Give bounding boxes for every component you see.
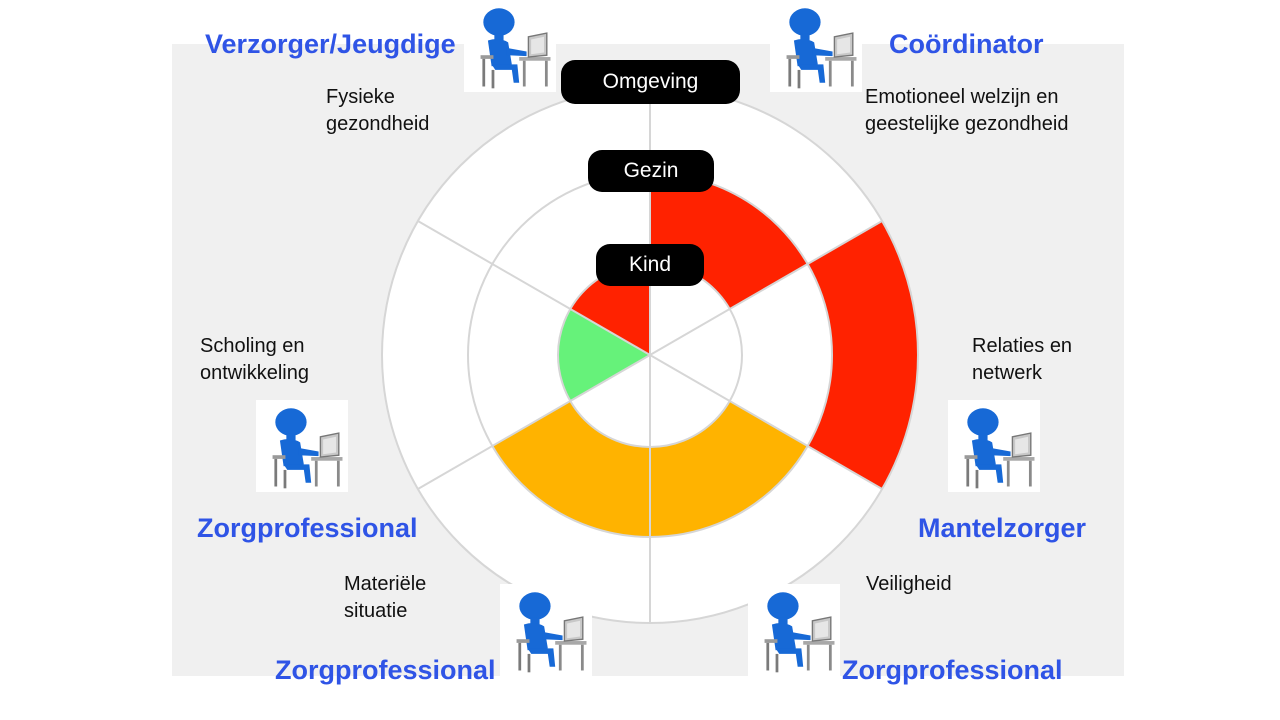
- person-at-laptop-icon: [256, 400, 348, 492]
- domain-scholing-ontwikkeling: Scholing en ontwikkeling: [200, 335, 309, 384]
- ring-label-gezin: Gezin: [588, 150, 714, 192]
- spoke: [649, 354, 883, 490]
- ring-label-kind: Kind: [596, 244, 704, 286]
- segment-veiligheid-middle: [650, 401, 808, 537]
- person-at-laptop-icon: [948, 400, 1040, 492]
- spoke: [417, 220, 651, 356]
- domain-veiligheid: Veiligheid: [866, 573, 952, 595]
- spoke: [649, 220, 883, 356]
- segment-relaties_netwerk-outer: [807, 221, 918, 489]
- ring-label-omgeving: Omgeving: [561, 60, 740, 104]
- domain-materiele-situatie: Materiële situatie: [344, 573, 427, 622]
- domain-fysieke-gezondheid: Fysieke gezondheid: [326, 86, 430, 135]
- segment-materiele_situatie-middle: [492, 401, 650, 538]
- person-at-laptop-icon: [770, 0, 862, 92]
- role-verzorger-jeugdige: Verzorger/Jeugdige: [205, 29, 456, 59]
- wheel-spokes: [417, 87, 883, 623]
- role-zorgprofessional-left: Zorgprofessional: [197, 513, 418, 543]
- domain-relaties-netwerk: Relaties en netwerk: [972, 335, 1073, 384]
- segment-emotioneel_welzijn-middle: [650, 173, 808, 309]
- role-coordinator: Coördinator: [889, 29, 1044, 59]
- role-zorgprofessional-bottom-right: Zorgprofessional: [842, 655, 1063, 685]
- spoke: [417, 354, 651, 490]
- person-at-laptop-icon: [464, 0, 556, 92]
- person-at-laptop-icon: [500, 584, 592, 676]
- person-at-laptop-icon: [748, 584, 840, 676]
- domain-emotioneel-welzijn: Emotioneel welzijn en geestelijke gezond…: [865, 86, 1069, 135]
- role-zorgprofessional-bottom-left: Zorgprofessional: [275, 655, 496, 685]
- role-mantelzorger: Mantelzorger: [918, 513, 1087, 543]
- segment-scholing_ontwikkeling-inner: [558, 309, 650, 401]
